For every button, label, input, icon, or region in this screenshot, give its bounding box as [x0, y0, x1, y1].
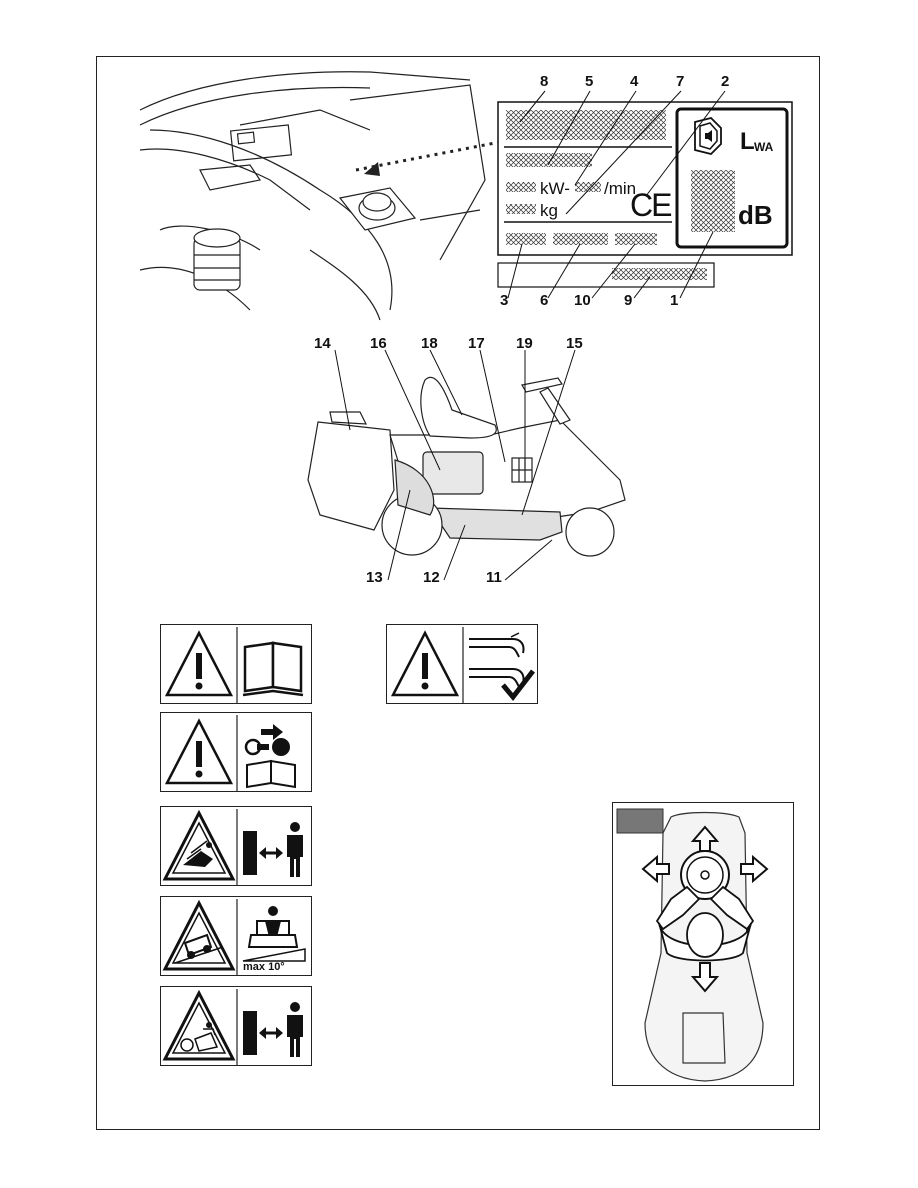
warning-triangle-icon [164, 718, 234, 785]
callout-10: 10 [574, 292, 591, 309]
slope-icon [242, 906, 306, 962]
ce-mark: CE [630, 187, 672, 223]
slope-caption: max 10° [243, 961, 285, 973]
noise-label-main: L [740, 128, 755, 155]
lever-check-icon [469, 632, 535, 701]
callout-18: 18 [421, 335, 438, 352]
callout-3: 3 [500, 292, 509, 309]
rating-plate-leaders [507, 90, 726, 299]
callout-11: 11 [486, 569, 502, 586]
callout-5: 5 [585, 73, 594, 90]
page-frame [96, 56, 820, 1130]
rating-plate-drawing [497, 101, 793, 288]
key-and-manual-icon [244, 724, 296, 789]
callout-14: 14 [314, 335, 331, 352]
callout-13: 13 [366, 569, 383, 586]
callout-17: 17 [468, 335, 485, 352]
sign-thrown-objects [160, 806, 312, 886]
callout-12: 12 [423, 569, 440, 586]
callout-16: 16 [370, 335, 387, 352]
dashboard-sketch [139, 71, 501, 321]
speed-unit-label: /min [604, 179, 637, 198]
callout-2: 2 [721, 73, 730, 90]
noise-label-sub: WA [754, 140, 774, 154]
warning-triangle-icon [164, 630, 234, 697]
callout-15: 15 [566, 335, 583, 352]
sign-read-manual [160, 624, 312, 704]
sign-lever-positions [386, 624, 538, 704]
noise-unit-label: dB [738, 200, 773, 230]
thrown-objects-hazard-icon [162, 809, 236, 881]
sign-slope-limit: max 10° [160, 896, 312, 976]
callout-9: 9 [624, 292, 633, 309]
callout-19: 19 [516, 335, 533, 352]
power-unit-label: kW- [540, 179, 570, 198]
keep-distance-icon [243, 1002, 303, 1057]
mass-unit-label: kg [540, 201, 558, 220]
callout-4: 4 [630, 73, 639, 90]
operator-icon [655, 885, 755, 962]
warning-triangle-icon [390, 630, 460, 697]
manual-book-icon [242, 641, 304, 697]
speaker-icon [693, 117, 723, 155]
callout-8: 8 [540, 73, 549, 90]
callout-1: 1 [670, 292, 679, 309]
mower-side-view [307, 349, 626, 581]
sign-remove-key [160, 712, 312, 792]
keep-distance-icon [243, 822, 303, 877]
direction-arrows-icon [641, 825, 769, 993]
blade-hazard-icon [162, 989, 236, 1061]
rollover-hazard-icon [162, 899, 236, 971]
rating-plate: kW- /min kg CE L WA dB [496, 100, 796, 290]
callout-6: 6 [540, 292, 549, 309]
sign-keep-away-blades [160, 986, 312, 1066]
seat-adjustment-diagram [612, 802, 794, 1086]
callout-7: 7 [676, 73, 685, 90]
